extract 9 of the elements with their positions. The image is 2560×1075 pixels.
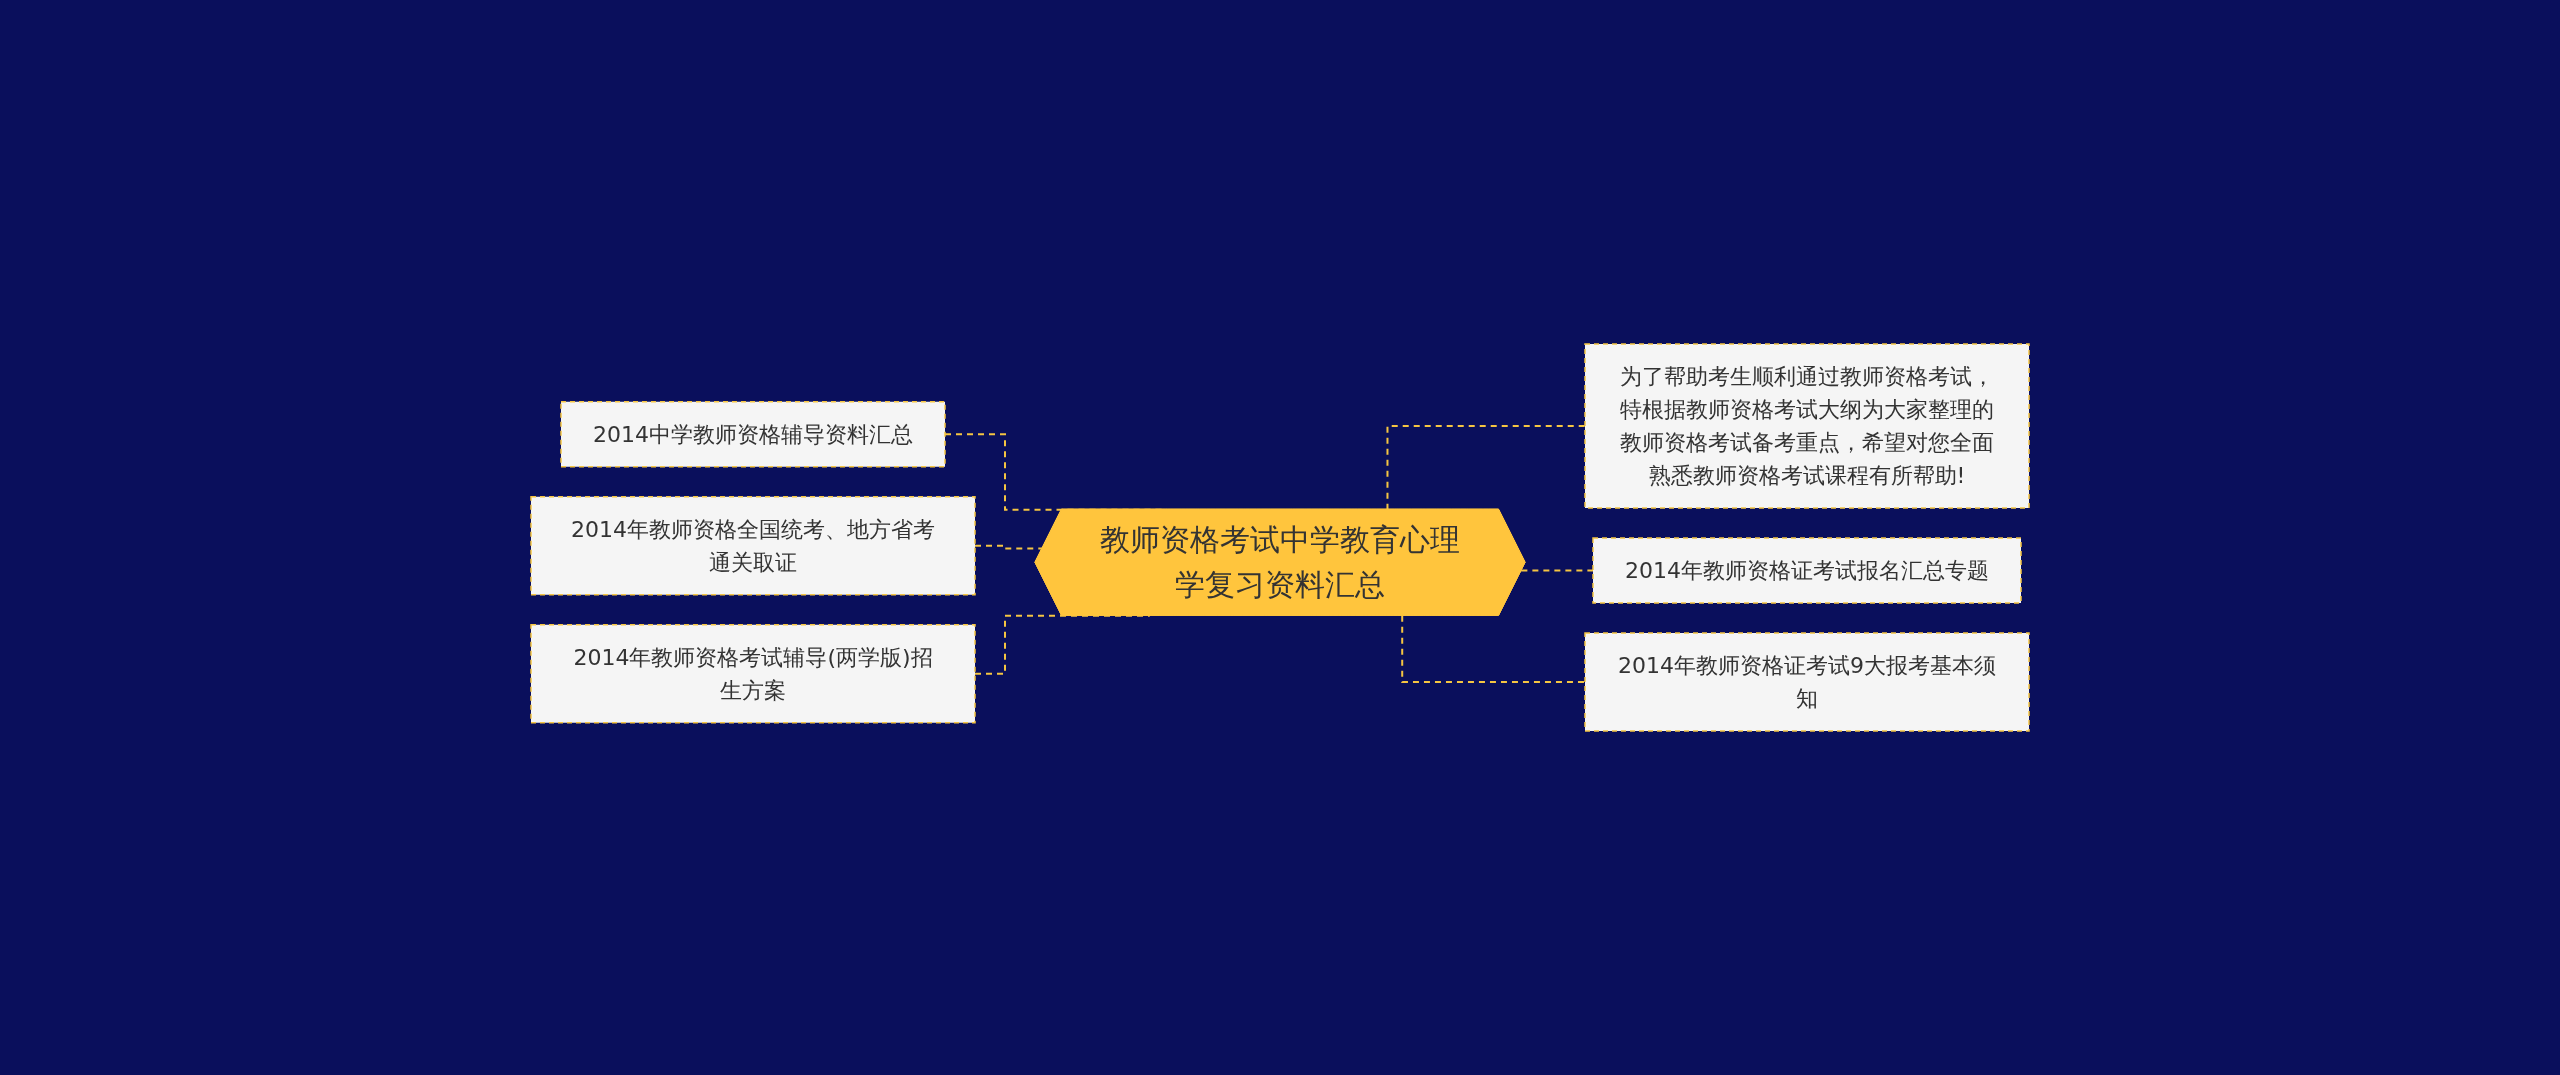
node-box: 2014年教师资格证考试报名汇总专题 [1592, 537, 2022, 604]
node-box: 2014年教师资格考试辅导(两学版)招生方案 [530, 624, 976, 724]
connector [1520, 569, 1594, 572]
node-box: 2014中学教师资格辅导资料汇总 [560, 401, 946, 468]
connector [1401, 614, 1586, 683]
node-box: 2014年教师资格全国统考、地方省考通关取证 [530, 496, 976, 596]
connector [1386, 425, 1586, 511]
node-box: 为了帮助考生顺利通过教师资格考试，特根据教师资格考试大纲为大家整理的教师资格考试备考重点，希望对您全面熟悉教师资格考试课程有所帮助! [1584, 343, 2030, 509]
node-box: 2014年教师资格证考试9大报考基本须知 [1584, 632, 2030, 732]
